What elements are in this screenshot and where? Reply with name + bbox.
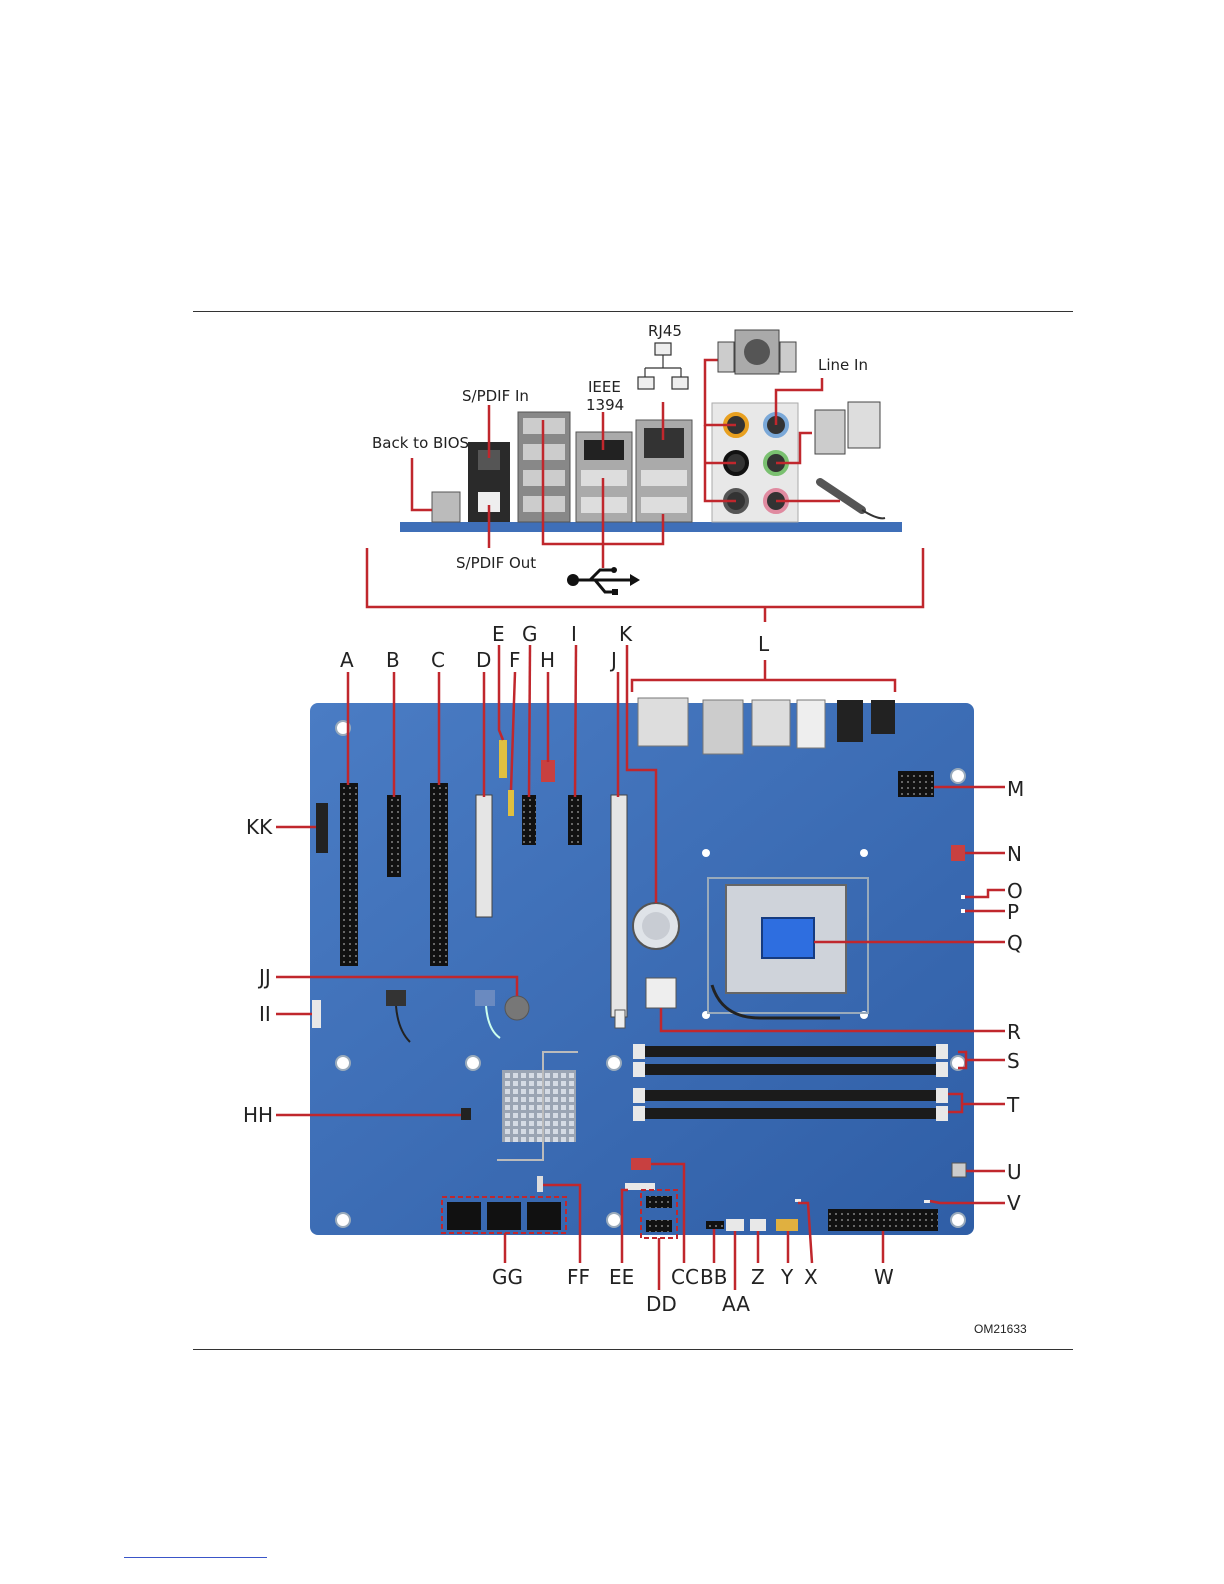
callout-L: L bbox=[758, 632, 770, 656]
io-panel-base bbox=[400, 522, 902, 532]
network-icon bbox=[638, 343, 688, 389]
led-x bbox=[795, 1199, 801, 1202]
callout-Q: Q bbox=[1007, 931, 1023, 955]
callout-V: V bbox=[1007, 1191, 1021, 1215]
post-display-r bbox=[646, 978, 676, 1008]
board-pcb bbox=[310, 703, 974, 1235]
callout-D: D bbox=[476, 648, 491, 672]
callout-S: S bbox=[1007, 1049, 1020, 1073]
ieee1394-label-1: IEEE bbox=[588, 378, 621, 396]
pcie-slot-d bbox=[476, 795, 492, 917]
led-o bbox=[961, 895, 965, 899]
back-panel-io: Back to BIOS S/PDIF In S/PDIF Out IEEE 1… bbox=[367, 322, 923, 622]
callout-HH: HH bbox=[243, 1103, 273, 1127]
header-aa bbox=[726, 1219, 744, 1231]
callout-I: I bbox=[571, 622, 577, 646]
pcie-x16-slot-j bbox=[611, 795, 627, 1017]
dimm-s2 bbox=[633, 1064, 948, 1075]
back-to-bios-label: Back to BIOS bbox=[372, 434, 469, 452]
callout-E: E bbox=[492, 622, 505, 646]
atx-power-w bbox=[828, 1209, 938, 1231]
header-bb bbox=[706, 1221, 724, 1229]
connector-h bbox=[541, 760, 555, 782]
led-p bbox=[961, 909, 965, 913]
usb-icon bbox=[567, 567, 640, 595]
callout-W: W bbox=[874, 1265, 894, 1289]
speaker-icon bbox=[718, 330, 796, 374]
power-m bbox=[898, 771, 934, 797]
callout-T: T bbox=[1006, 1093, 1020, 1117]
callout-R: R bbox=[1007, 1020, 1021, 1044]
cpu-die bbox=[762, 918, 814, 958]
callout-DD: DD bbox=[646, 1292, 677, 1316]
callout-C: C bbox=[431, 648, 445, 672]
callout-AA: AA bbox=[722, 1292, 750, 1316]
callout-B: B bbox=[386, 648, 400, 672]
pcie-x1-slot-g bbox=[522, 795, 536, 845]
connector-cc bbox=[631, 1158, 651, 1170]
callout-II: II bbox=[259, 1002, 271, 1026]
dimm-s1 bbox=[633, 1046, 948, 1057]
callout-K: K bbox=[619, 622, 633, 646]
callout-GG: GG bbox=[492, 1265, 523, 1289]
pci-slot-a bbox=[340, 783, 358, 966]
callout-BB: BB bbox=[700, 1265, 727, 1289]
callout-N: N bbox=[1007, 842, 1022, 866]
motherboard bbox=[310, 698, 974, 1238]
header-ii bbox=[312, 1000, 321, 1028]
pcie-x1-slot-b bbox=[387, 795, 401, 877]
callout-JJ: JJ bbox=[257, 965, 271, 989]
header-f bbox=[508, 790, 514, 816]
rj45-label: RJ45 bbox=[648, 322, 682, 340]
callout-U: U bbox=[1007, 1160, 1022, 1184]
button-u bbox=[952, 1163, 966, 1177]
desktop-speakers-icon bbox=[815, 402, 880, 454]
dimm-t2 bbox=[633, 1108, 948, 1119]
callout-Y: Y bbox=[780, 1265, 794, 1289]
callout-A: A bbox=[340, 648, 354, 672]
pci-slot-c bbox=[430, 783, 448, 966]
callout-G: G bbox=[522, 622, 538, 646]
line-in-label: Line In bbox=[818, 356, 868, 374]
back-to-bios-button bbox=[432, 492, 460, 522]
chipset-heatsink bbox=[502, 1070, 576, 1142]
callout-FF: FF bbox=[567, 1265, 590, 1289]
chip-hh bbox=[461, 1108, 471, 1120]
header-z bbox=[750, 1219, 766, 1231]
callout-F: F bbox=[509, 648, 521, 672]
spdif-out-label: S/PDIF Out bbox=[456, 554, 536, 572]
callout-M: M bbox=[1007, 777, 1024, 801]
callout-P: P bbox=[1007, 900, 1019, 924]
jumper-ff bbox=[537, 1176, 543, 1192]
led-v bbox=[924, 1200, 930, 1203]
callout-H: H bbox=[540, 648, 555, 672]
callout-J: J bbox=[609, 648, 617, 672]
ieee1394-label-2: 1394 bbox=[586, 396, 624, 414]
callout-Z: Z bbox=[751, 1265, 765, 1289]
spdif-in-label: S/PDIF In bbox=[462, 387, 529, 405]
pcie-x1-slot-i bbox=[568, 795, 582, 845]
callout-KK: KK bbox=[246, 815, 273, 839]
callout-X: X bbox=[804, 1265, 818, 1289]
header-y bbox=[776, 1219, 798, 1231]
header-ee bbox=[625, 1183, 655, 1190]
header-e bbox=[499, 740, 507, 778]
figure-code: OM21633 bbox=[974, 1322, 1027, 1336]
callout-EE: EE bbox=[609, 1265, 634, 1289]
callout-CC: CC bbox=[671, 1265, 699, 1289]
fan-header-n bbox=[951, 845, 965, 861]
connector-kk bbox=[316, 803, 328, 853]
dimm-t1 bbox=[633, 1090, 948, 1101]
speaker-jj bbox=[505, 996, 529, 1020]
